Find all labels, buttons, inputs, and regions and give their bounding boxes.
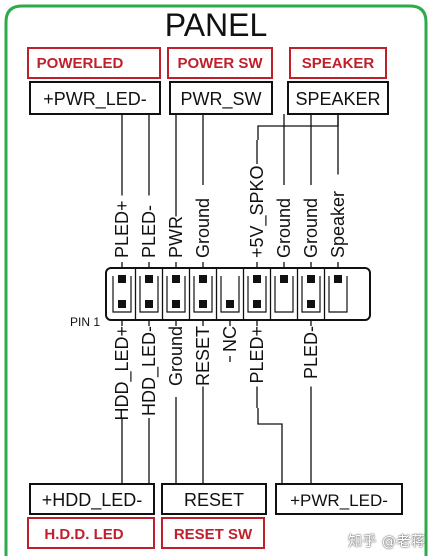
pin-bottom — [199, 300, 207, 308]
pin-socket — [166, 276, 186, 313]
pin-top — [118, 275, 126, 283]
pin-bottom — [172, 300, 180, 308]
speaker-tag: SPEAKER — [302, 55, 375, 72]
pin-label-top: +5V_SPKO — [247, 165, 268, 258]
bottom-box-reset — [161, 483, 267, 515]
bottom-box-hdd-led — [29, 483, 155, 515]
powerled-tag: POWERLED — [37, 55, 124, 72]
power-sw-tag: POWER SW — [178, 55, 264, 72]
pin-1-label: PIN 1 — [70, 315, 100, 329]
pin-label-bottom: RESET — [193, 326, 213, 386]
pin-bottom — [226, 300, 234, 308]
pin-label-bottom: HDD_LED+ — [112, 326, 133, 421]
speaker-tag-frame — [289, 47, 387, 79]
hdd-led-tag-frame — [27, 517, 155, 549]
pin-socket — [274, 276, 294, 313]
pin-bottom — [145, 300, 153, 308]
speaker-group-bracket — [257, 114, 339, 140]
top-box-pwr-sw — [169, 81, 273, 115]
watermark: 知乎 @老蒋 — [348, 534, 426, 550]
pin-label-bottom: PLED+ — [247, 326, 267, 384]
reset-sw-tag: RESET SW — [174, 526, 253, 543]
diagram-frame — [4, 4, 428, 556]
pin-label-top: PLED- — [139, 205, 159, 258]
pin-top — [334, 275, 342, 283]
pin-socket — [301, 276, 321, 313]
pin-label-top: PLED+ — [112, 200, 132, 258]
pin-label-bottom: NC — [220, 326, 240, 352]
pin-socket — [112, 276, 132, 313]
pin-label-top: Ground — [301, 198, 321, 258]
pin-socket — [247, 276, 267, 313]
pin-top — [307, 275, 315, 283]
bottom-box-pwr-led-label: +PWR_LED- — [290, 491, 388, 510]
power-sw-tag-frame — [167, 47, 273, 79]
top-box-pwr-sw-label: PWR_SW — [181, 89, 262, 110]
pin-label-bottom: PLED- — [301, 326, 321, 379]
pin-label-top: PWR — [166, 216, 186, 258]
top-box-speaker — [287, 81, 389, 115]
bottom-box-pwr-led — [275, 483, 403, 515]
pin-label-top: Speaker — [328, 191, 348, 258]
pin-top — [145, 275, 153, 283]
top-box-pwr-led — [29, 81, 161, 115]
pin-label-top: Ground — [274, 198, 294, 258]
pin-socket — [328, 276, 348, 313]
pin-socket — [193, 276, 213, 313]
pin-label-top: Ground — [193, 198, 213, 258]
reset-sw-tag-frame — [161, 517, 265, 549]
pin-bottom — [118, 300, 126, 308]
pled-bottom-route — [257, 408, 283, 486]
pin-bottom — [253, 300, 261, 308]
hdd-led-tag: H.D.D. LED — [44, 526, 123, 543]
pin-label-bottom: Ground — [166, 326, 186, 386]
bottom-box-hdd-led-label: +HDD_LED- — [42, 490, 143, 511]
pin-socket — [220, 276, 240, 313]
pin-bottom — [307, 300, 315, 308]
bottom-box-reset-label: RESET — [184, 490, 244, 510]
pin-socket — [139, 276, 159, 313]
pin-label-bottom: HDD_LED- — [139, 326, 160, 416]
pin-top — [172, 275, 180, 283]
diagram-title: PANEL — [165, 7, 268, 43]
powerled-tag-frame — [27, 47, 161, 79]
top-box-speaker-label: SPEAKER — [295, 89, 380, 109]
pin-top — [280, 275, 288, 283]
pin-top — [253, 275, 261, 283]
top-box-pwr-led-label: +PWR_LED- — [43, 89, 147, 110]
pin-top — [199, 275, 207, 283]
